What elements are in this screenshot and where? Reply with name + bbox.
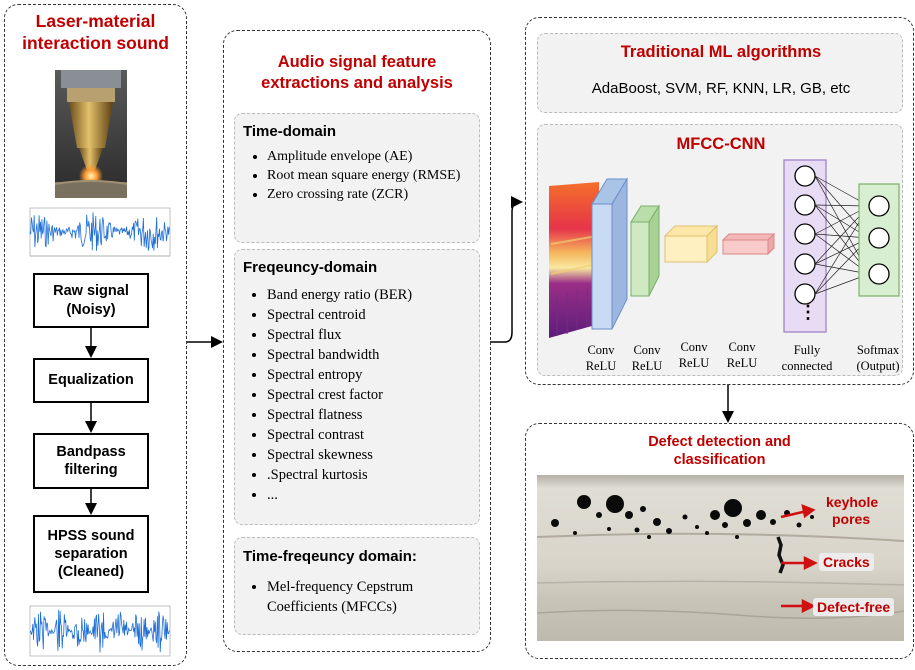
conv-layer-1 bbox=[591, 177, 628, 330]
fully-connected-layer bbox=[783, 159, 827, 333]
defect-detection-title: Defect detection and classification bbox=[648, 434, 791, 469]
defect-detection-panel bbox=[525, 423, 914, 659]
middle-panel bbox=[223, 30, 491, 652]
list-item: Spectral flux bbox=[267, 325, 493, 345]
time-frequency-title: Time-freqeuncy domain: bbox=[243, 548, 417, 565]
conv-layer-4 bbox=[721, 232, 776, 256]
list-item: Spectral entropy bbox=[267, 365, 493, 385]
left-title: Laser-material interaction sound bbox=[22, 11, 169, 53]
left-panel bbox=[4, 4, 187, 666]
frequency-domain-list: Band energy ratio (BER) Spectral centroi… bbox=[239, 285, 493, 505]
traditional-ml-list: AdaBoost, SVM, RF, KNN, LR, GB, etc bbox=[591, 80, 851, 97]
list-item: Spectral centroid bbox=[267, 305, 493, 325]
equalization-box: Equalization bbox=[33, 358, 149, 403]
cnn-architecture-diagram bbox=[549, 159, 900, 338]
list-item: Band energy ratio (BER) bbox=[267, 285, 493, 305]
list-item: Spectral contrast bbox=[267, 425, 493, 445]
fc-dots: ⋮ bbox=[799, 302, 817, 322]
list-item: Spectral bandwidth bbox=[267, 345, 493, 365]
time-frequency-panel: Time-freqeuncy domain: Mel-frequency Cep… bbox=[234, 537, 480, 635]
list-item: .Spectral kurtosis bbox=[267, 465, 493, 485]
frequency-domain-panel: Freqeuncy-domain Band energy ratio (BER)… bbox=[234, 249, 480, 525]
list-item: Spectral crest factor bbox=[267, 385, 493, 405]
raw-waveform-plot bbox=[29, 207, 171, 257]
list-item: Zero crossing rate (ZCR) bbox=[267, 186, 493, 205]
traditional-ml-panel: Traditional ML algorithms AdaBoost, SVM,… bbox=[537, 33, 903, 113]
defect-free-label: Defect-free bbox=[813, 598, 895, 616]
softmax-layer bbox=[858, 183, 900, 297]
pores-label: pores bbox=[832, 511, 871, 527]
list-item: Amplitude envelope (AE) bbox=[267, 148, 493, 167]
list-item: Mel-frequency Cepstrum Coefficients (MFC… bbox=[267, 578, 477, 617]
conv-layer-2 bbox=[630, 204, 660, 297]
time-domain-title: Time-domain bbox=[243, 123, 337, 140]
cracks-label: Cracks bbox=[819, 553, 874, 571]
keyhole-label: keyhole bbox=[826, 494, 879, 510]
cleaned-waveform-plot bbox=[29, 605, 171, 657]
list-item: Root mean square energy (RMSE) bbox=[267, 167, 493, 186]
mfcc-input-image bbox=[549, 182, 599, 338]
time-domain-list: Amplitude envelope (AE) Root mean square… bbox=[239, 148, 493, 205]
conv-layer-3 bbox=[663, 224, 719, 264]
list-item: Spectral flatness bbox=[267, 405, 493, 425]
middle-title: Audio signal feature extractions and ana… bbox=[261, 53, 453, 93]
layer-caption-6: Softmax(Output) bbox=[856, 343, 900, 374]
right-models-panel bbox=[525, 17, 914, 385]
list-item: ... bbox=[267, 485, 493, 505]
laser-nozzle-photo bbox=[55, 70, 127, 198]
raw-signal-box: Raw signal(Noisy) bbox=[33, 273, 149, 328]
time-frequency-list: Mel-frequency Cepstrum Coefficients (MFC… bbox=[239, 578, 477, 617]
time-domain-panel: Time-domain Amplitude envelope (AE) Root… bbox=[234, 113, 480, 243]
frequency-domain-title: Freqeuncy-domain bbox=[243, 259, 378, 276]
list-item: Spectral skewness bbox=[267, 445, 493, 465]
mfcc-cnn-title: MFCC-CNN bbox=[676, 135, 766, 153]
traditional-ml-title: Traditional ML algorithms bbox=[620, 43, 822, 61]
